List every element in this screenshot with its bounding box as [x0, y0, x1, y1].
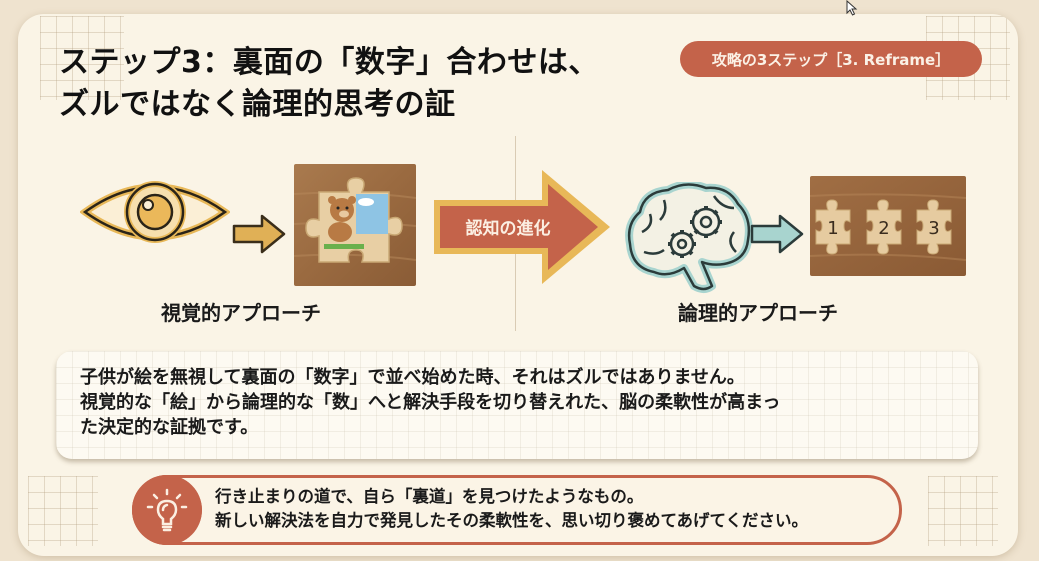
logical-approach-label: 論理的アプローチ [678, 301, 838, 325]
tip-line: 行き止まりの道で、自ら「裏道」を見つけたようなもの。 [215, 487, 644, 506]
numbered-puzzle-photo: 1 2 3 [810, 176, 966, 276]
transition-label: 認知の進化 [465, 219, 551, 239]
arrow-right-icon [750, 214, 804, 254]
puzzle-number: 1 [827, 218, 838, 239]
lightbulb-icon [132, 475, 202, 545]
visual-approach-label: 視覚的アプローチ [161, 301, 321, 325]
description-line: た決定的な証拠です。 [80, 417, 259, 438]
puzzle-number: 3 [928, 218, 939, 239]
puzzle-number: 2 [878, 218, 889, 239]
bear-puzzle-photo [294, 164, 416, 286]
description-line: 視覚的な「絵」から論理的な「数」へと解決手段を切り替えれた、脳の柔軟性が高まっ [80, 392, 781, 413]
arrow-right-icon [232, 214, 286, 254]
step-badge: 攻略の3ステップ［3. Reframe］ [680, 41, 982, 77]
description-box: 子供が絵を無視して裏面の「数字」で並べ始めた時、それはズルではありません。 視覚… [56, 351, 978, 459]
brain-gears-icon [625, 182, 753, 293]
tip-line: 新しい解決法を自力で発見したその柔軟性を、思い切り褒めてあげてください。 [215, 511, 809, 530]
slide-title: ステップ3：裏面の「数字」合わせは、 ズルではなく論理的思考の証 [59, 42, 599, 126]
slide: ステップ3：裏面の「数字」合わせは、 ズルではなく論理的思考の証 攻略の3ステッ… [18, 14, 1018, 556]
grid-decoration [28, 476, 98, 546]
title-line-2: ズルではなく論理的思考の証 [59, 87, 456, 122]
big-arrow-right-icon [434, 170, 610, 284]
tip-text: 行き止まりの道で、自ら「裏道」を見つけたようなもの。 新しい解決法を自力で発見し… [215, 485, 808, 533]
eye-icon [80, 181, 230, 243]
grid-decoration [40, 16, 124, 100]
tip-box: 行き止まりの道で、自ら「裏道」を見つけたようなもの。 新しい解決法を自力で発見し… [132, 475, 902, 545]
description-line: 子供が絵を無視して裏面の「数字」で並べ始めた時、それはズルではありません。 [80, 367, 745, 388]
mouse-cursor-icon [846, 0, 858, 16]
grid-decoration [928, 476, 998, 546]
title-line-1: ステップ3：裏面の「数字」合わせは、 [59, 45, 599, 80]
